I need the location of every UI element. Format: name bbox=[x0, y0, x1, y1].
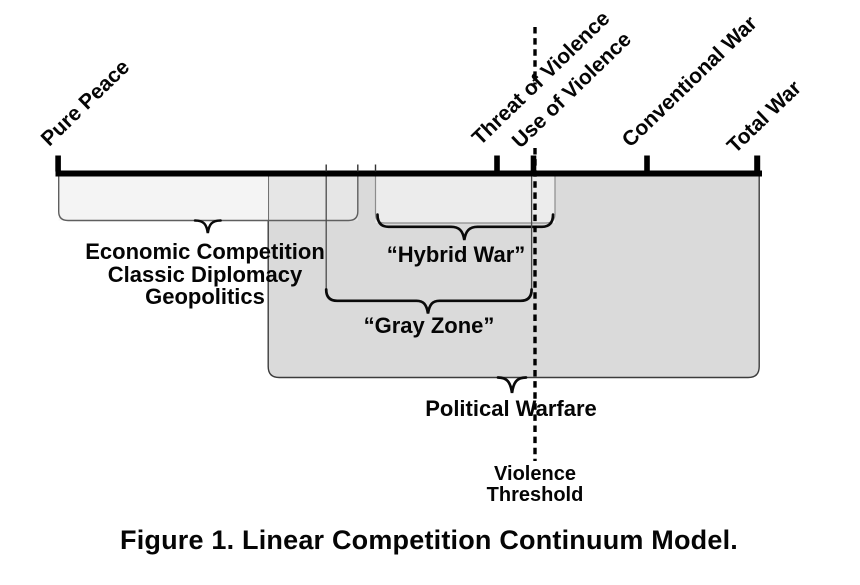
gray-zone-label: “Gray Zone” bbox=[363, 313, 495, 338]
violence-threshold-label: Violence Threshold bbox=[460, 464, 610, 506]
tick-threat-of-violence bbox=[494, 155, 500, 172]
economic-label-line-3: Geopolitics bbox=[145, 284, 265, 309]
economic-region-outline bbox=[58, 172, 359, 222]
axis-minor-ticks bbox=[325, 164, 377, 172]
minor-tick-gray-zone-start bbox=[325, 164, 327, 172]
tick-pure-peace bbox=[55, 155, 61, 172]
continuum-axis-line bbox=[55, 170, 762, 177]
hybrid-war-brace bbox=[376, 213, 555, 241]
economic-label-line-1: Economic Competition bbox=[85, 239, 325, 264]
minor-tick-hybrid-start bbox=[374, 164, 377, 172]
gray-zone-brace bbox=[324, 288, 533, 314]
violence-threshold-line-1: Violence bbox=[494, 463, 576, 485]
violence-threshold-line-2: Threshold bbox=[486, 484, 584, 506]
political-warfare-label: Political Warfare bbox=[425, 396, 597, 421]
figure-caption: Figure 1. Linear Competition Continuum M… bbox=[120, 525, 738, 555]
tick-conventional-war bbox=[644, 155, 650, 172]
minor-tick-economic-end bbox=[357, 164, 359, 172]
hybrid-war-region-outline bbox=[374, 172, 556, 224]
economic-region-overlap-fill bbox=[269, 172, 358, 221]
economic-region-fill bbox=[58, 172, 269, 221]
hybrid-war-region-fill bbox=[375, 172, 555, 223]
economic-region-label: Economic Competition Classic Diplomacy G… bbox=[44, 239, 366, 309]
hybrid-war-label: “Hybrid War” bbox=[386, 242, 526, 267]
axis-major-ticks bbox=[55, 155, 761, 172]
tick-total-war bbox=[754, 155, 761, 172]
political-warfare-brace-tip bbox=[496, 376, 528, 394]
economic-label-line-2: Classic Diplomacy bbox=[107, 261, 303, 287]
tick-use-of-violence bbox=[530, 155, 537, 172]
economic-brace-tip bbox=[193, 219, 222, 234]
